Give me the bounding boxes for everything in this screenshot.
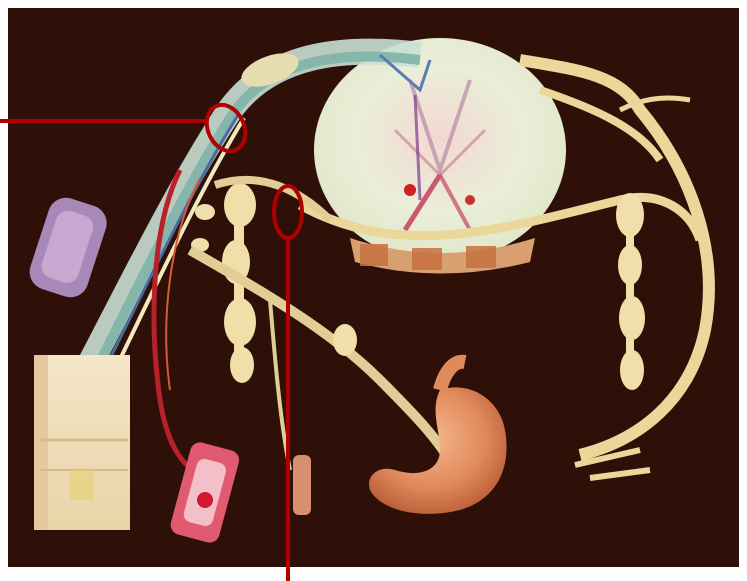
- skin-block: [34, 355, 130, 530]
- small-tubule: [293, 455, 311, 515]
